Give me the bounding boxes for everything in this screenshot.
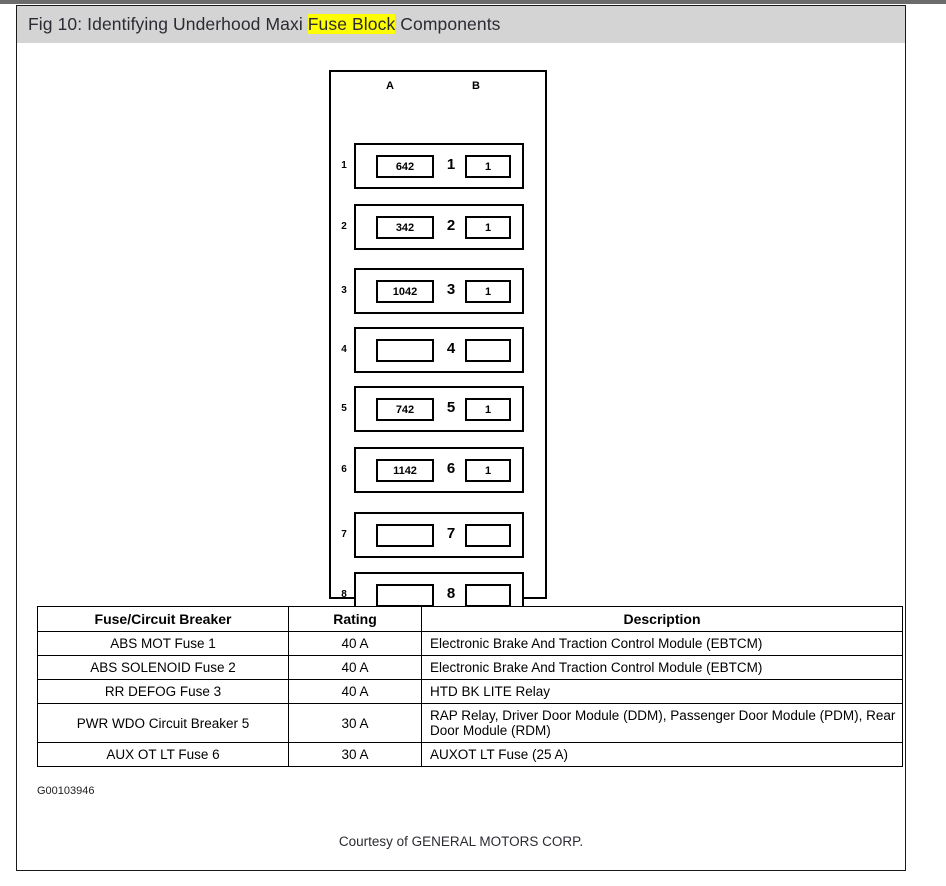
fuse-row-number: 7 <box>341 529 347 540</box>
figure-caption-band: Fig 10: Identifying Underhood Maxi Fuse … <box>17 6 905 43</box>
fuse-row-number: 5 <box>341 403 347 414</box>
fuse-slot-b <box>465 524 511 547</box>
document-frame: Fig 10: Identifying Underhood Maxi Fuse … <box>16 5 906 871</box>
fuse-position-number: 2 <box>446 217 456 234</box>
fuse-row: 1142 6 1 <box>354 447 524 493</box>
fuse-row: 1042 3 1 <box>354 268 524 314</box>
cell-fuse-name: AUX OT LT Fuse 6 <box>37 742 289 767</box>
fuse-position-number: 8 <box>446 585 456 602</box>
fuse-slot-a <box>376 339 434 362</box>
fuse-position-number: 5 <box>446 399 456 416</box>
cell-description: HTD BK LITE Relay <box>421 679 903 704</box>
fuse-row: 4 <box>354 327 524 373</box>
cell-description: Electronic Brake And Traction Control Mo… <box>421 655 903 680</box>
fuse-row-number: 8 <box>341 589 347 600</box>
cell-rating: 40 A <box>288 655 422 680</box>
right-margin <box>906 4 946 886</box>
fuse-slot-b <box>465 584 511 607</box>
caption-prefix: Fig 10: Identifying Underhood Maxi <box>28 14 308 34</box>
cell-rating: 40 A <box>288 679 422 704</box>
fuse-row-number: 4 <box>341 344 347 355</box>
column-header-a: A <box>386 80 394 92</box>
table-row: RR DEFOG Fuse 3 40 A HTD BK LITE Relay <box>37 679 903 704</box>
column-header-description: Description <box>421 606 903 632</box>
fuse-slot-a <box>376 584 434 607</box>
fuse-slot-a: 1142 <box>376 459 434 482</box>
fuse-row-number: 2 <box>341 221 347 232</box>
fuse-row: 342 2 1 <box>354 204 524 250</box>
window-top-strip <box>0 0 946 4</box>
fuse-slot-b: 1 <box>465 155 511 178</box>
fuse-block-diagram: A B 1 642 1 1 2 342 2 1 3 1042 3 1 <box>329 70 547 618</box>
table-row: ABS SOLENOID Fuse 2 40 A Electronic Brak… <box>37 655 903 680</box>
fuse-slot-a: 1042 <box>376 280 434 303</box>
cell-rating: 40 A <box>288 631 422 656</box>
fuse-row-number: 1 <box>341 160 347 171</box>
cell-fuse-name: PWR WDO Circuit Breaker 5 <box>37 703 289 743</box>
cell-fuse-name: ABS SOLENOID Fuse 2 <box>37 655 289 680</box>
table-header-row: Fuse/Circuit Breaker Rating Description <box>37 606 903 632</box>
caption-highlight: Fuse Block <box>307 14 396 34</box>
table-row: ABS MOT Fuse 1 40 A Electronic Brake And… <box>37 631 903 656</box>
cell-description: RAP Relay, Driver Door Module (DDM), Pas… <box>421 703 903 743</box>
fuse-slot-b: 1 <box>465 459 511 482</box>
fuse-slot-b: 1 <box>465 216 511 239</box>
table-row: AUX OT LT Fuse 6 30 A AUXOT LT Fuse (25 … <box>37 742 903 767</box>
cell-rating: 30 A <box>288 703 422 743</box>
fuse-row: 7 <box>354 512 524 558</box>
column-header-b: B <box>472 80 480 92</box>
fuse-position-number: 1 <box>446 156 456 173</box>
fuse-position-number: 4 <box>446 340 456 357</box>
fuse-position-number: 3 <box>446 281 456 298</box>
fuse-slot-a: 742 <box>376 398 434 421</box>
fuse-slot-b: 1 <box>465 280 511 303</box>
column-header-rating: Rating <box>288 606 422 632</box>
table-row: PWR WDO Circuit Breaker 5 30 A RAP Relay… <box>37 703 903 743</box>
fuse-row: 742 5 1 <box>354 386 524 432</box>
cell-fuse-name: RR DEFOG Fuse 3 <box>37 679 289 704</box>
fuse-position-number: 7 <box>446 525 456 542</box>
fuse-row-number: 3 <box>341 285 347 296</box>
figure-image-id: G00103946 <box>37 785 95 797</box>
column-header-fuse-circuit-breaker: Fuse/Circuit Breaker <box>37 606 289 632</box>
fuse-position-number: 6 <box>446 460 456 477</box>
bottom-margin <box>0 871 946 886</box>
caption-suffix: Components <box>395 14 501 34</box>
fuse-slot-b: 1 <box>465 398 511 421</box>
cell-fuse-name: ABS MOT Fuse 1 <box>37 631 289 656</box>
fuse-row-number: 6 <box>341 464 347 475</box>
fuse-slot-a <box>376 524 434 547</box>
fuse-row: 642 1 1 <box>354 143 524 189</box>
fuse-slot-a: 642 <box>376 155 434 178</box>
cell-description: Electronic Brake And Traction Control Mo… <box>421 631 903 656</box>
courtesy-line: Courtesy of GENERAL MOTORS CORP. <box>338 834 584 849</box>
fuse-slot-a: 342 <box>376 216 434 239</box>
fuse-slot-b <box>465 339 511 362</box>
cell-rating: 30 A <box>288 742 422 767</box>
cell-description: AUXOT LT Fuse (25 A) <box>421 742 903 767</box>
fuse-legend-table: Fuse/Circuit Breaker Rating Description … <box>37 606 903 767</box>
figure-caption: Fig 10: Identifying Underhood Maxi Fuse … <box>28 14 501 35</box>
left-gutter <box>0 4 16 870</box>
